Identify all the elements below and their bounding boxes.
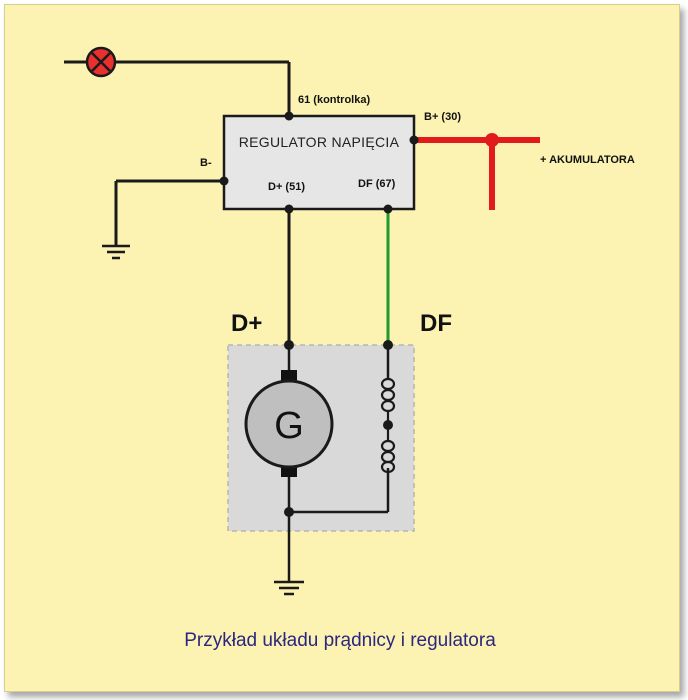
regulator-box — [222, 114, 416, 211]
label-d-plus-51: D+ (51) — [268, 181, 305, 193]
label-df-67: DF (67) — [358, 178, 396, 190]
diagram-caption: Przykład układu prądnicy i regulatora — [184, 630, 496, 651]
label-kontrolka: 61 (kontrolka) — [298, 94, 370, 106]
ground-icon — [102, 244, 130, 260]
label-d-plus-big: D+ — [231, 310, 262, 337]
wire-battery — [414, 137, 540, 210]
battery-junction — [485, 133, 499, 147]
field-coil-tap — [383, 420, 393, 430]
wire-kontrolka — [64, 60, 291, 115]
label-akumulatora: + AKUMULATORA — [540, 154, 635, 166]
junction-dots — [219, 111, 419, 517]
generator-icon — [244, 370, 334, 477]
ground-icon — [274, 580, 304, 596]
label-df-big: DF — [420, 310, 452, 337]
generator-label: G — [274, 405, 304, 447]
indicator-lamp-icon — [85, 46, 117, 78]
label-b-plus: B+ (30) — [424, 111, 461, 123]
label-b-minus: B- — [200, 157, 212, 169]
regulator-title: REGULATOR NAPIĘCIA — [239, 134, 400, 150]
wire-b-minus — [114, 179, 224, 246]
